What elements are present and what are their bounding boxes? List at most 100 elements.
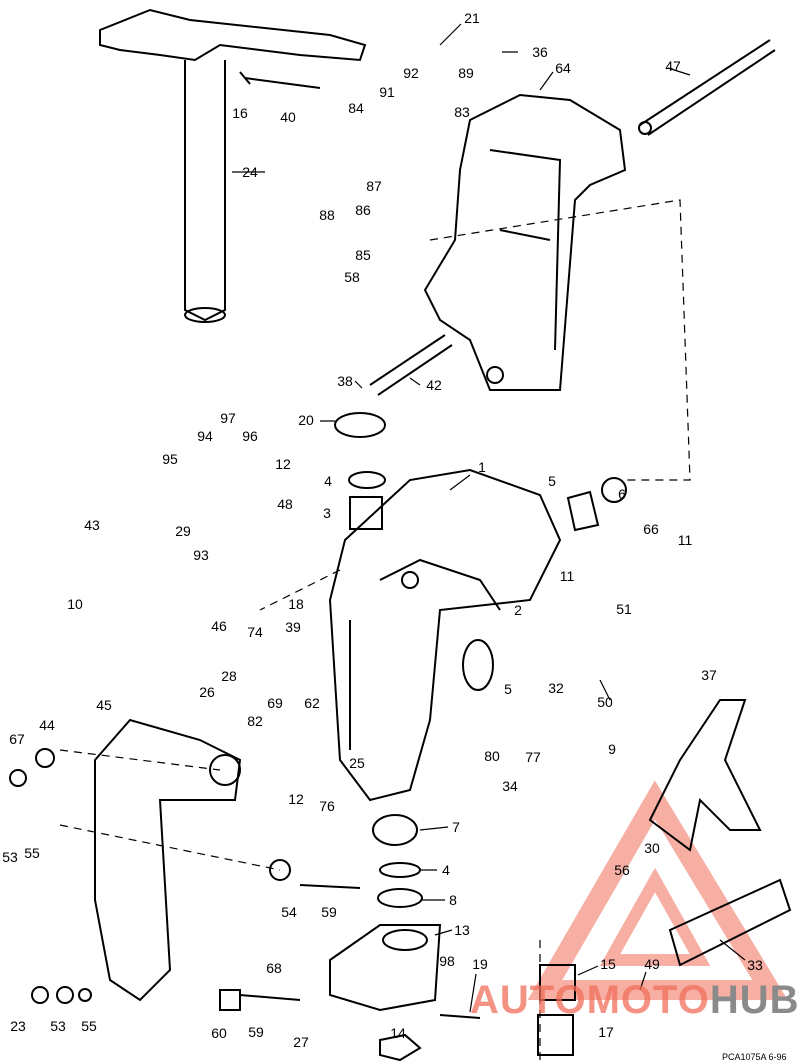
callout-label[interactable]: 37 [701,667,717,683]
washer-4 [348,471,386,489]
callout-label[interactable]: 12 [275,456,291,472]
callout-label[interactable]: 34 [502,778,518,794]
callout-label[interactable]: 48 [277,496,293,512]
callout-label[interactable]: 25 [349,755,365,771]
callout-label[interactable]: 62 [304,695,320,711]
bar-33 [668,878,792,967]
callout-label[interactable]: 20 [298,412,314,428]
callout-label[interactable]: 39 [285,619,301,635]
callout-label[interactable]: 38 [337,373,353,389]
callout-label[interactable]: 16 [232,105,248,121]
callout-label[interactable]: 77 [525,749,541,765]
callout-label[interactable]: 14 [390,1025,406,1041]
callout-label[interactable]: 89 [458,65,474,81]
nut-53 [56,986,74,1004]
callout-label[interactable]: 5 [504,681,512,697]
callout-label[interactable]: 4 [442,862,450,878]
callout-label[interactable]: 3 [323,505,331,521]
callout-label[interactable]: 24 [242,164,258,180]
callout-label[interactable]: 12 [288,791,304,807]
callout-label[interactable]: 27 [293,1034,309,1050]
callout-label[interactable]: 4 [324,473,332,489]
callout-label[interactable]: 36 [532,44,548,60]
callout-label[interactable]: 91 [379,84,395,100]
callout-label[interactable]: 17 [598,1024,614,1040]
callout-label[interactable]: 13 [454,922,470,938]
callout-label[interactable]: 51 [616,601,632,617]
callout-label[interactable]: 45 [96,697,112,713]
callout-label[interactable]: 46 [211,618,227,634]
callout-label[interactable]: 7 [452,819,460,835]
callout-label[interactable]: 18 [288,596,304,612]
callout-label[interactable]: 94 [197,428,213,444]
callout-label[interactable]: 11 [559,568,575,584]
callout-label[interactable]: 58 [344,269,360,285]
bushing-17 [537,1014,574,1056]
callout-label[interactable]: 92 [403,65,419,81]
callout-label[interactable]: 82 [247,713,263,729]
callout-label[interactable]: 21 [464,10,480,26]
callout-label[interactable]: 53 [2,849,18,865]
callout-label[interactable]: 83 [454,104,470,120]
callout-label[interactable]: 67 [9,731,25,747]
callout-label[interactable]: 47 [665,58,681,74]
callout-label[interactable]: 28 [221,668,237,684]
callout-label[interactable]: 76 [319,798,335,814]
callout-label[interactable]: 32 [548,680,564,696]
callout-label[interactable]: 60 [211,1025,227,1041]
callout-label[interactable]: 56 [614,862,630,878]
callout-label[interactable]: 98 [439,953,455,969]
callout-label[interactable]: 6 [618,486,626,502]
callout-label[interactable]: 95 [162,451,178,467]
callout-label[interactable]: 55 [24,845,40,861]
callout-label[interactable]: 59 [321,904,337,920]
callout-label[interactable]: 68 [266,960,282,976]
callout-label[interactable]: 86 [355,202,371,218]
callout-label[interactable]: 64 [555,60,571,76]
callout-label[interactable]: 29 [175,523,191,539]
callout-label[interactable]: 42 [426,377,442,393]
nut-44 [35,748,55,768]
callout-label[interactable]: 84 [348,100,364,116]
callout-label[interactable]: 66 [643,521,659,537]
callout-label[interactable]: 97 [220,410,236,426]
callout-label[interactable]: 55 [81,1018,97,1034]
callout-label[interactable]: 30 [644,840,660,856]
callout-label[interactable]: 26 [199,684,215,700]
callout-label[interactable]: 5 [548,473,556,489]
callout-label[interactable]: 44 [39,717,55,733]
callout-label[interactable]: 54 [281,904,297,920]
callout-label[interactable]: 9 [608,741,616,757]
callout-label[interactable]: 59 [248,1024,264,1040]
washer-4b [379,862,421,878]
callout-label[interactable]: 8 [449,892,457,908]
callout-label[interactable]: 15 [600,956,616,972]
callout-label[interactable]: 33 [747,957,763,973]
callout-label[interactable]: 53 [50,1018,66,1034]
callout-label[interactable]: 49 [644,956,660,972]
callout-label[interactable]: 88 [319,207,335,223]
callout-label[interactable]: 23 [10,1018,26,1034]
callout-label[interactable]: 74 [247,624,263,640]
watermark-text-part1: AUTOMOTO [470,978,710,1022]
bushing-67 [9,769,27,787]
callout-label[interactable]: 85 [355,247,371,263]
watermark-text-part2: HUB [709,978,800,1022]
stern-bracket-part [328,468,562,802]
callout-label[interactable]: 87 [366,178,382,194]
callout-label[interactable]: 19 [472,956,488,972]
callout-label[interactable]: 2 [514,602,522,618]
callout-label[interactable]: 80 [484,748,500,764]
bearing-8 [377,888,423,908]
callout-label[interactable]: 69 [267,695,283,711]
callout-label[interactable]: 11 [677,532,693,548]
callout-label[interactable]: 40 [280,109,296,125]
callout-label[interactable]: 1 [478,459,486,475]
bushing-5b [462,639,494,691]
callout-label[interactable]: 43 [84,517,100,533]
callout-label[interactable]: 96 [242,428,258,444]
callout-label[interactable]: 10 [67,596,83,612]
callout-label[interactable]: 50 [597,694,613,710]
callout-label[interactable]: 93 [193,547,209,563]
steering-arm-part [99,8,367,323]
